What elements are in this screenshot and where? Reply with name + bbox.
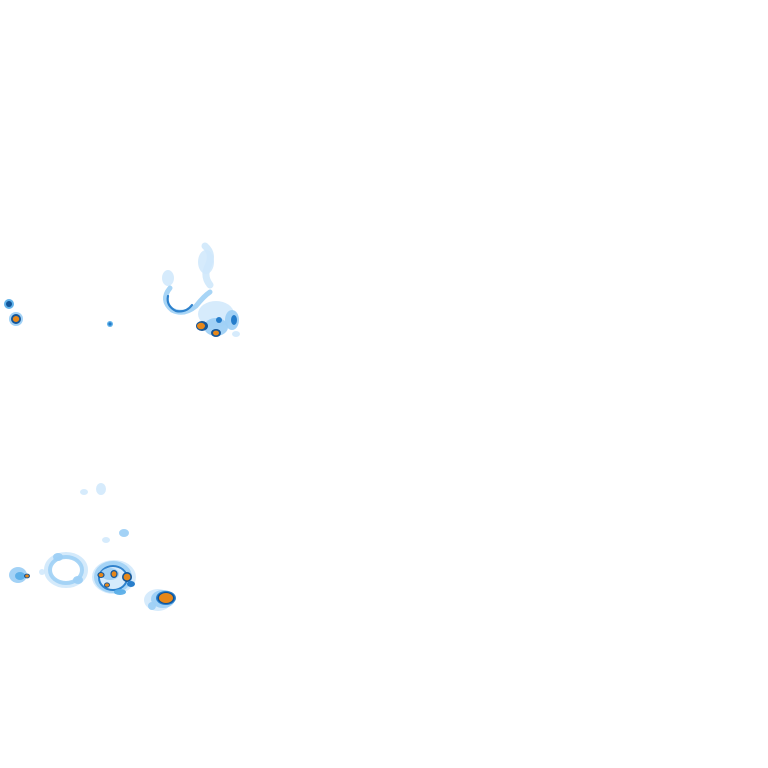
precip-blob: [53, 553, 63, 561]
precip-blob: [108, 322, 112, 326]
precip-blob: [80, 489, 88, 495]
precip-core: [105, 583, 109, 587]
precip-streak: [166, 294, 194, 313]
precip-core: [123, 573, 131, 581]
precip-blob: [96, 483, 106, 495]
cell-south-east: [144, 589, 176, 611]
precip-blob: [73, 576, 83, 584]
cell-northwest-edge-core: [12, 316, 20, 322]
precip-blob: [162, 270, 174, 286]
cell-south-scatter: [39, 483, 129, 575]
precip-blob: [198, 301, 234, 327]
precip-blob: [232, 331, 240, 337]
precip-blob: [198, 250, 214, 274]
cell-north-cluster: [162, 242, 240, 337]
precip-ring: [48, 555, 84, 585]
precip-core: [25, 574, 29, 578]
cell-south-ring: [44, 552, 88, 588]
precip-blob: [204, 318, 228, 336]
precip-blob: [119, 529, 129, 537]
cell-southwest-edge: [9, 567, 30, 583]
precip-blob: [15, 572, 25, 580]
cell-northwest-edge: [4, 299, 23, 326]
precip-core: [98, 573, 104, 577]
precip-core: [111, 571, 117, 577]
precip-streak: [163, 285, 213, 315]
cell-north-speck: [107, 321, 113, 327]
precip-blob: [39, 569, 45, 575]
precip-blob: [127, 581, 135, 587]
precip-blob: [231, 315, 237, 325]
precip-blob: [6, 301, 12, 307]
precip-core: [159, 593, 173, 603]
cell-south-cluster: [92, 560, 136, 595]
precip-blob: [148, 602, 156, 610]
precip-core: [197, 322, 205, 330]
precip-blob: [102, 537, 110, 543]
precip-blob: [216, 317, 222, 323]
precip-core: [213, 330, 219, 336]
precip-blob: [114, 589, 126, 595]
